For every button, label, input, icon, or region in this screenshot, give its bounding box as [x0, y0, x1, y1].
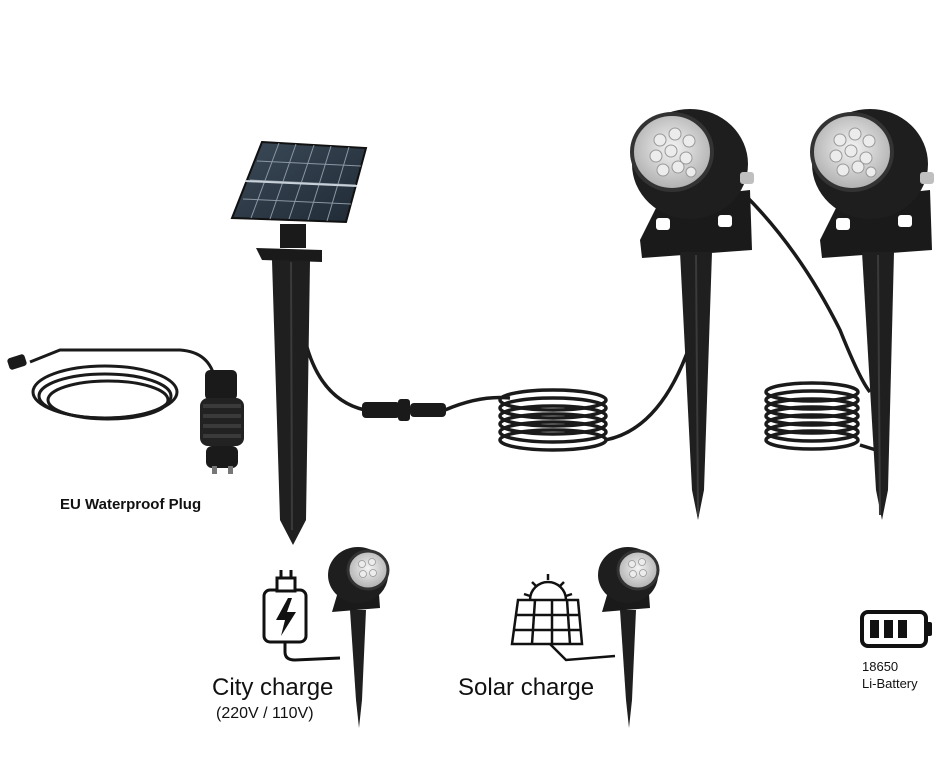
cable-connector [362, 399, 446, 421]
city-charge-voltage: (220V / 110V) [216, 705, 314, 722]
plug-label: EU Waterproof Plug [60, 496, 202, 513]
spotlight-1 [630, 109, 754, 520]
eu-waterproof-plug [7, 348, 244, 474]
battery-type-label: Li-Battery [862, 676, 918, 691]
cable-coil-1 [498, 388, 608, 452]
spotlight-2 [810, 109, 934, 520]
solar-panel-stake [230, 140, 368, 545]
cable-coil-2 [764, 381, 860, 451]
battery-icon [860, 610, 932, 648]
phone-charger-icon [262, 570, 341, 662]
battery-model-label: 18650 [862, 659, 899, 674]
solar-charge-title: Solar charge [458, 674, 595, 701]
city-charge-spotlight [328, 547, 390, 728]
solar-charge-spotlight [598, 547, 660, 728]
city-charge-title: City charge [212, 674, 334, 701]
solar-panel-icon [510, 574, 616, 662]
